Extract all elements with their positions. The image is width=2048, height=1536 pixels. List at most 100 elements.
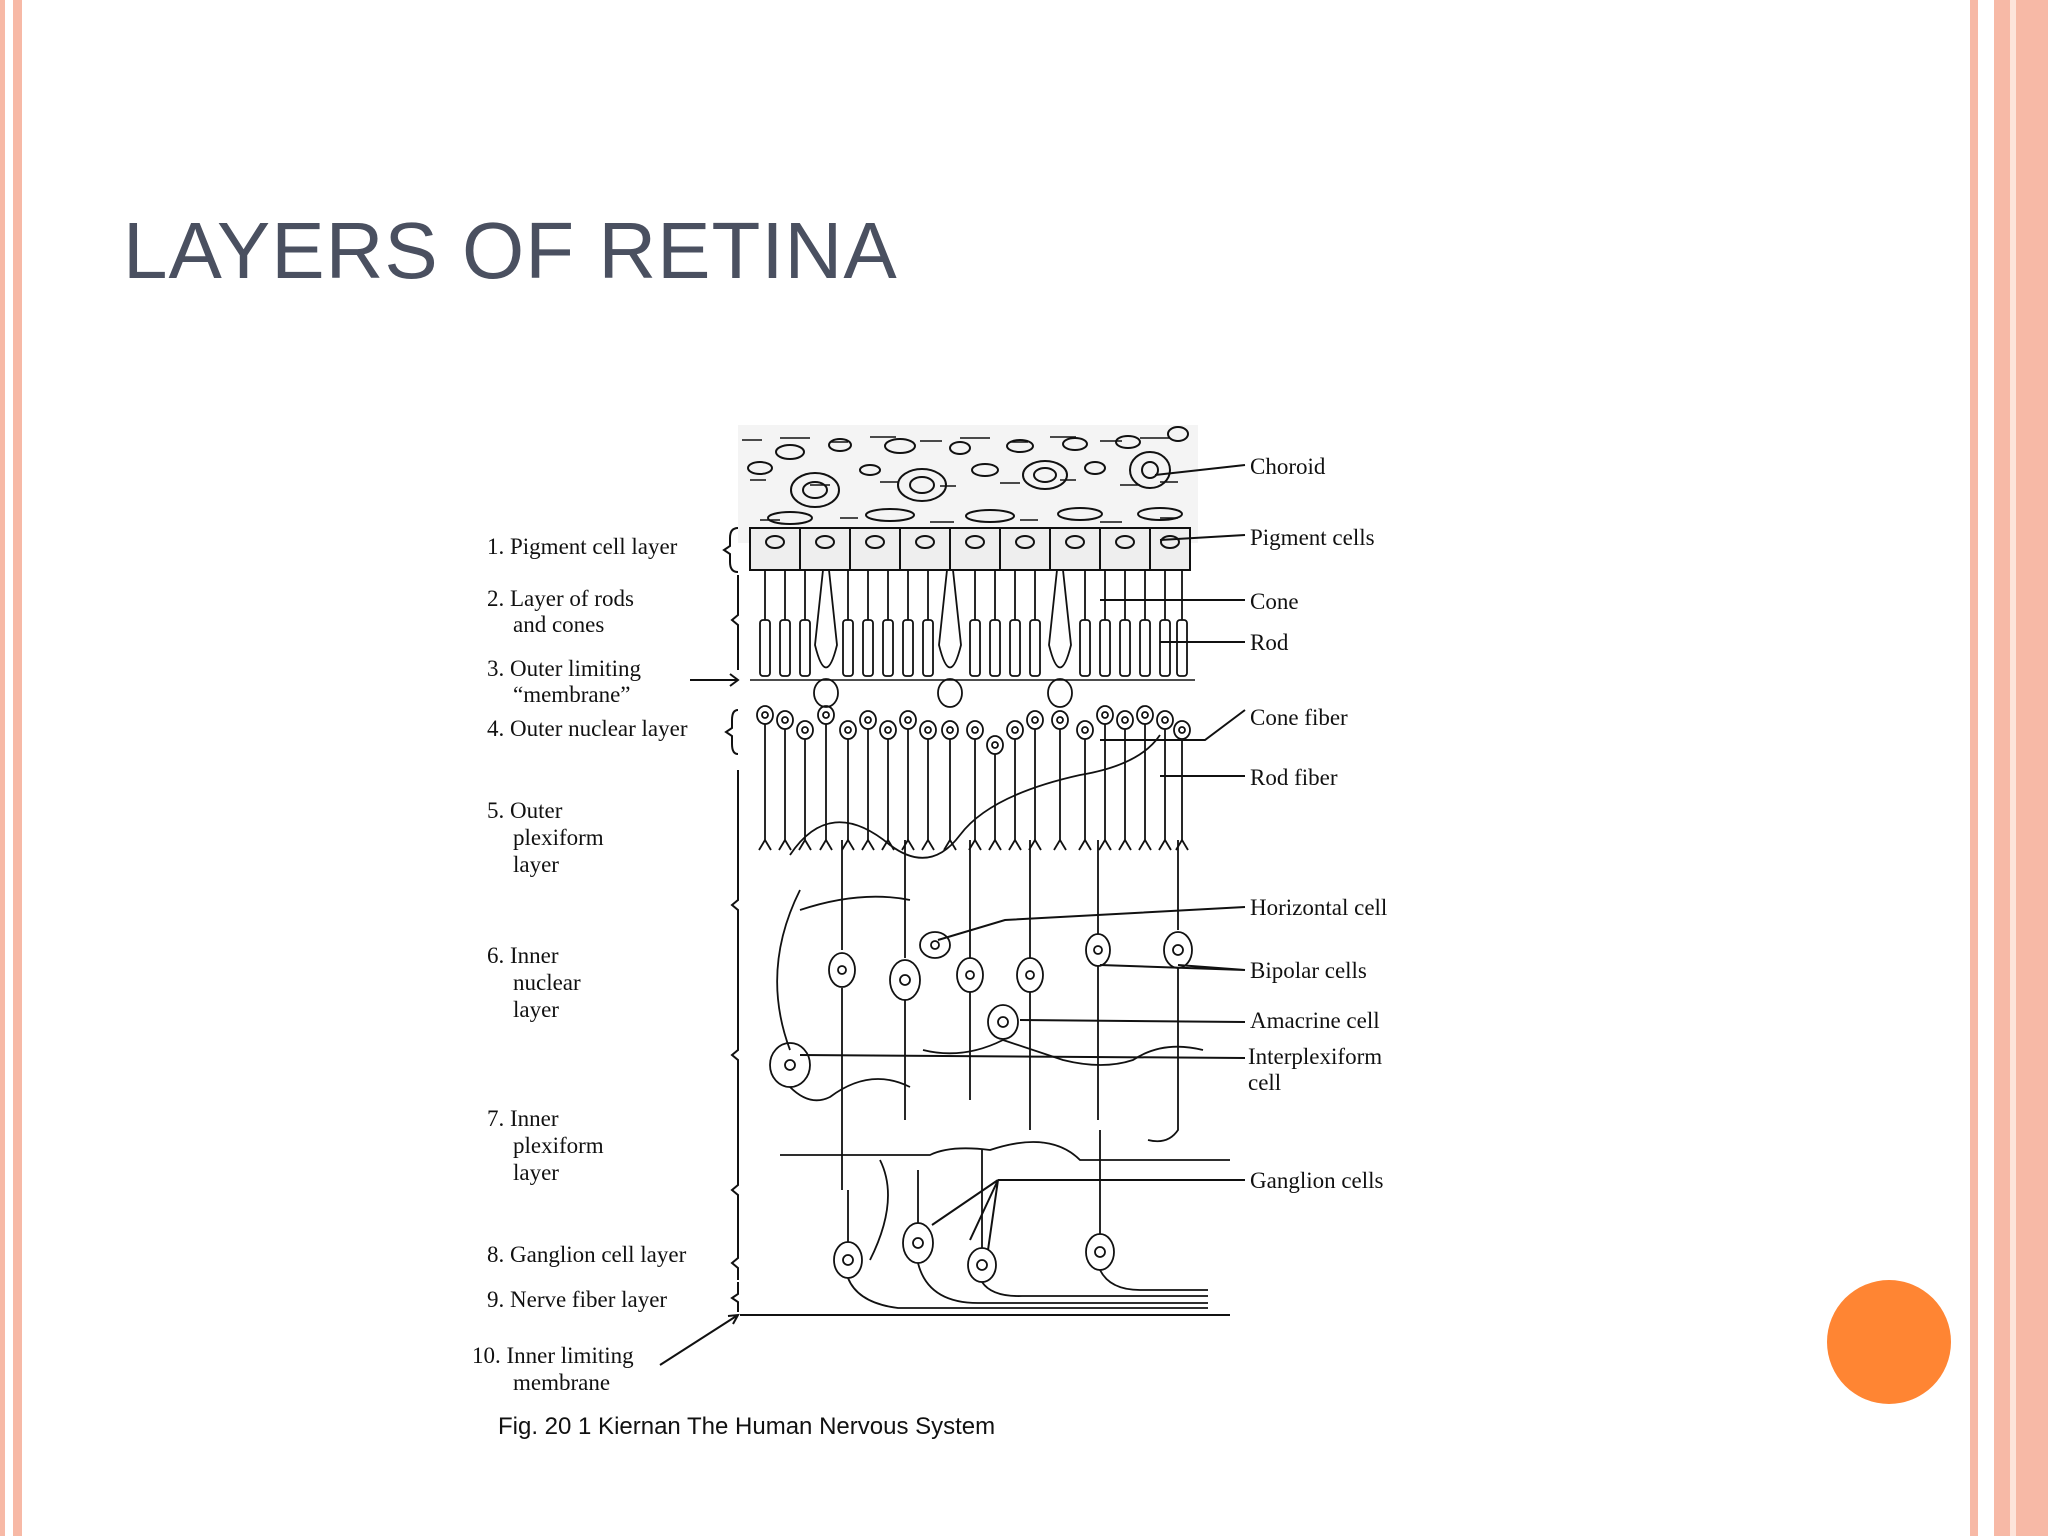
layer-label-9: 9. Nerve fiber layer — [487, 1287, 667, 1312]
photoreceptor-nucleus — [1076, 720, 1094, 740]
synaptic-terminal — [1098, 839, 1112, 851]
synaptic-terminal — [819, 839, 833, 851]
photoreceptor-nucleus — [839, 720, 857, 740]
structure-labels: Choroid Pigment cells Cone Rod Cone fibe… — [1248, 454, 1387, 1193]
rod-inner-segment — [922, 619, 934, 677]
structure-label-cone-fiber: Cone fiber — [1250, 705, 1348, 730]
photoreceptor-nucleus — [1006, 720, 1024, 740]
nucleolus — [946, 726, 954, 734]
photoreceptor-nucleus — [1051, 710, 1069, 730]
structure-label-horizontal-cell: Horizontal cell — [1250, 895, 1387, 920]
nucleolus — [1161, 716, 1169, 724]
rod-inner-segment — [862, 619, 874, 677]
photoreceptor-nucleus — [859, 710, 877, 730]
synaptic-terminal — [778, 839, 792, 851]
nucleolus — [971, 726, 979, 734]
cone-nucleus — [1047, 678, 1073, 708]
synaptic-terminal — [861, 839, 875, 851]
nucleolus — [761, 711, 769, 719]
retina-diagram-svg: 1. Pigment cell layer 2. Layer of rodsan… — [472, 425, 1387, 1440]
structure-label-rod: Rod — [1250, 630, 1289, 655]
synaptic-terminal — [943, 839, 957, 851]
synaptic-terminal — [881, 839, 895, 851]
synaptic-terminal — [1118, 839, 1132, 851]
structure-label-pigment-cells: Pigment cells — [1250, 525, 1375, 550]
layer-label-8: 8. Ganglion cell layer — [487, 1242, 687, 1267]
photoreceptor-nucleus — [817, 705, 835, 725]
rod-inner-segment — [1029, 619, 1041, 677]
rod-inner-segment — [902, 619, 914, 677]
leader-lines — [799, 464, 1246, 1251]
figure-caption: Fig. 20 1 Kiernan The Human Nervous Syst… — [498, 1413, 995, 1440]
synaptic-terminal — [901, 839, 915, 851]
structure-label-bipolar-cells: Bipolar cells — [1250, 958, 1367, 983]
rod-inner-segment — [799, 619, 811, 677]
cone-body — [938, 569, 962, 669]
layer-label-1: 1. Pigment cell layer — [487, 534, 678, 559]
photoreceptor-nucleus — [966, 720, 984, 740]
photoreceptor-nucleus — [899, 710, 917, 730]
photoreceptor-nucleus — [1173, 720, 1191, 740]
rod-inner-segment — [1176, 619, 1188, 677]
layer-label-4: 4. Outer nuclear layer — [487, 716, 688, 741]
nucleolus — [1178, 726, 1186, 734]
synaptic-terminal — [841, 839, 855, 851]
rod-inner-segment — [1159, 619, 1171, 677]
synaptic-terminal — [1175, 839, 1189, 851]
photoreceptor-nucleus — [776, 710, 794, 730]
layer-braces — [659, 527, 740, 1366]
rod-inner-segment — [779, 619, 791, 677]
pigment-cell-row — [749, 527, 1191, 571]
nucleolus — [904, 716, 912, 724]
photoreceptor-nucleus — [919, 720, 937, 740]
cone-body — [814, 569, 838, 669]
photoreceptor-nucleus — [1026, 710, 1044, 730]
nucleolus — [844, 726, 852, 734]
structure-label-rod-fiber: Rod fiber — [1250, 765, 1338, 790]
rod-inner-segment — [1009, 619, 1021, 677]
structure-label-choroid: Choroid — [1250, 454, 1326, 479]
synaptic-terminal — [758, 839, 772, 851]
synaptic-terminal — [1138, 839, 1152, 851]
synaptic-terminal — [798, 839, 812, 851]
choroid-tissue — [738, 425, 1198, 543]
nucleolus — [884, 726, 892, 734]
synaptic-terminal — [1008, 839, 1022, 851]
rod-inner-segment — [759, 619, 771, 677]
inner-retina-cells — [769, 734, 1230, 1261]
nucleolus — [1101, 711, 1109, 719]
nucleolus — [864, 716, 872, 724]
photoreceptor-nucleus — [1096, 705, 1114, 725]
rod-inner-segment — [1099, 619, 1111, 677]
rods-and-cones — [756, 569, 1191, 851]
nucleolus — [1081, 726, 1089, 734]
nucleolus — [1056, 716, 1064, 724]
synaptic-terminal — [921, 839, 935, 851]
nucleolus — [801, 726, 809, 734]
photoreceptor-nucleus — [986, 735, 1004, 755]
rod-inner-segment — [989, 619, 1001, 677]
cone-nucleus — [937, 678, 963, 708]
nucleolus — [1121, 716, 1129, 724]
ganglion-cells — [833, 1130, 1208, 1309]
nucleolus — [822, 711, 830, 719]
nucleolus — [991, 741, 999, 749]
layer-label-3: 3. Outer limiting“membrane” — [487, 656, 641, 707]
structure-label-amacrine-cell: Amacrine cell — [1250, 1008, 1380, 1033]
photoreceptor-nucleus — [879, 720, 897, 740]
structure-label-cone: Cone — [1250, 589, 1299, 614]
photoreceptor-nucleus — [941, 720, 959, 740]
photoreceptor-nucleus — [1156, 710, 1174, 730]
rod-inner-segment — [1079, 619, 1091, 677]
nucleolus — [1011, 726, 1019, 734]
slide-frame-right — [1958, 0, 2048, 1536]
structure-label-ganglion-cells: Ganglion cells — [1250, 1168, 1384, 1193]
rod-inner-segment — [1119, 619, 1131, 677]
synaptic-terminal — [1053, 839, 1067, 851]
rod-inner-segment — [842, 619, 854, 677]
